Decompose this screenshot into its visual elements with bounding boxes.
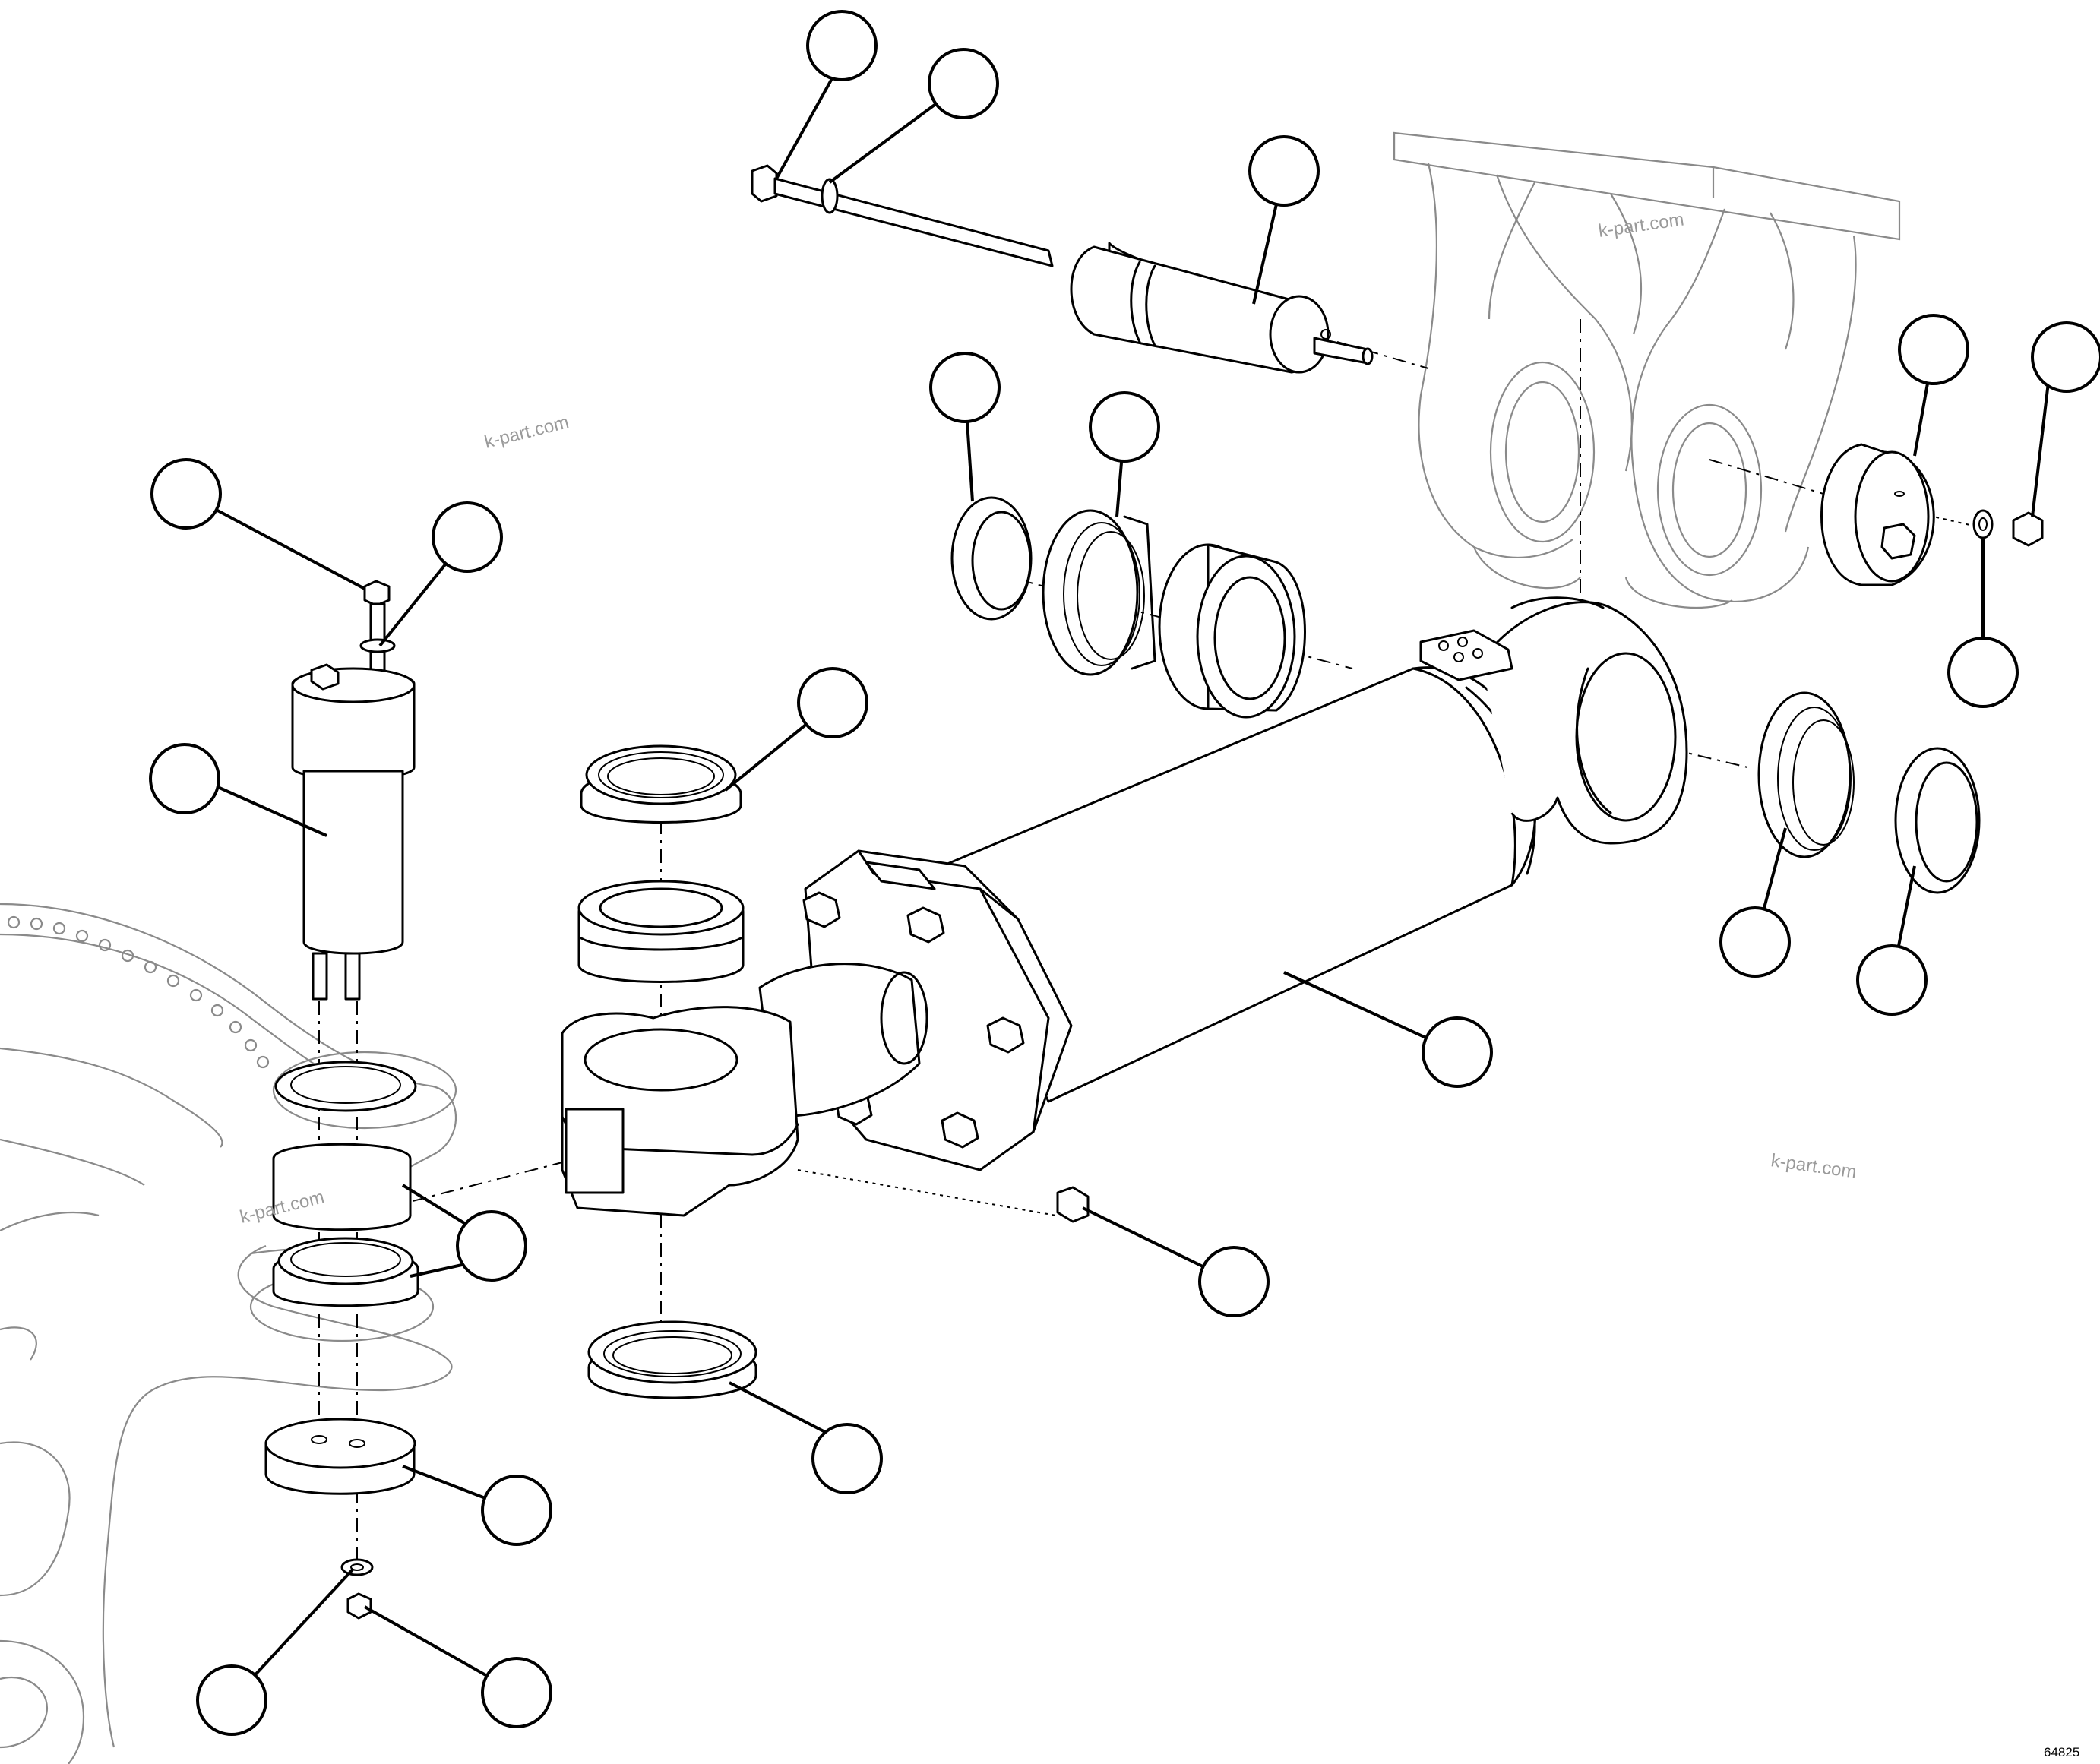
callout-circle (456, 1210, 527, 1282)
callout-circle (432, 501, 503, 573)
grease-fitting (1056, 1186, 1090, 1223)
bolt-hole-ring (7, 915, 270, 1069)
end-plate (1820, 443, 1935, 586)
callout-circle (150, 458, 222, 530)
rod-end-seal-b (1894, 747, 1981, 894)
callout-circle (481, 1657, 552, 1728)
end-nut (2012, 511, 2044, 547)
callout-circle (1898, 314, 1969, 385)
callout-circle (149, 743, 220, 814)
callout-circle (196, 1664, 267, 1736)
callout-circle (1947, 637, 2019, 708)
callout-circle (928, 48, 999, 119)
callouts (149, 10, 2100, 1736)
rod-eye-seal-upper (580, 744, 742, 824)
lower-nut (346, 1592, 372, 1620)
end-washer (1972, 509, 1994, 539)
callout-circle (811, 1423, 883, 1494)
kingpin-sensor (291, 663, 416, 1001)
rod-eye-seal-lower (587, 1320, 757, 1399)
mounting-bracket (1393, 131, 1901, 609)
callout-circle (1719, 906, 1791, 978)
steering-cylinder (561, 596, 1688, 1217)
upper-seal-a (950, 496, 1033, 621)
callout-circle (481, 1475, 552, 1546)
upper-seal-b (1042, 509, 1156, 676)
rod-eye-bearing (577, 880, 745, 983)
watermark: k-part.com (1597, 209, 1685, 242)
upper-kingpin-bearing (274, 1061, 417, 1112)
callout-circle (1422, 1016, 1493, 1088)
callout-circle (806, 10, 878, 81)
watermark: k-part.com (1770, 1150, 1858, 1183)
callout-circle (929, 352, 1001, 423)
callout-circle (1089, 391, 1160, 463)
callout-circle (797, 667, 868, 738)
lower-cap (264, 1418, 416, 1495)
figure-number: 64825 (2044, 1745, 2079, 1759)
watermark: k-part.com (482, 412, 571, 453)
pivot-pin (1070, 242, 1374, 374)
lower-kingpin-bearing (272, 1143, 419, 1307)
upper-bearing (1158, 543, 1306, 719)
rod-end-seal-a (1757, 691, 1855, 858)
callout-circle (1248, 135, 1320, 207)
callout-circle (2031, 321, 2100, 393)
axle-housing (0, 903, 457, 1764)
kingpin-washer (359, 638, 396, 653)
pin-bolt (751, 164, 1054, 267)
callout-circle (1198, 1246, 1270, 1317)
callout-circle (1856, 944, 1928, 1016)
lower-washer (340, 1558, 374, 1576)
